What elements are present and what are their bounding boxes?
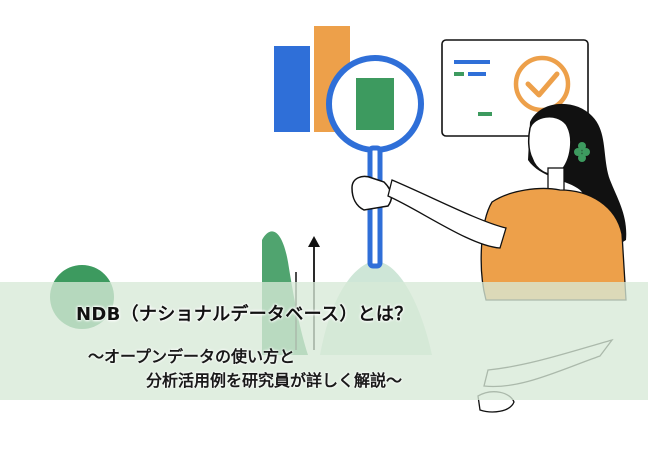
face [527,116,572,175]
hair-clip-icon [574,142,590,162]
arm [387,179,507,249]
hand [351,175,393,211]
subtitle-line-1: 〜オープンデータの使い方と [88,347,296,366]
shirt [480,187,627,301]
magnifying-glass-icon [326,55,424,269]
checkmark-icon [513,55,571,113]
subtitle-line-2: 分析活用例を研究員が詳しく解説〜 [146,371,403,390]
page-title: NDB（ナショナルデータベース）とは？ [76,304,413,325]
title-band [0,282,648,400]
